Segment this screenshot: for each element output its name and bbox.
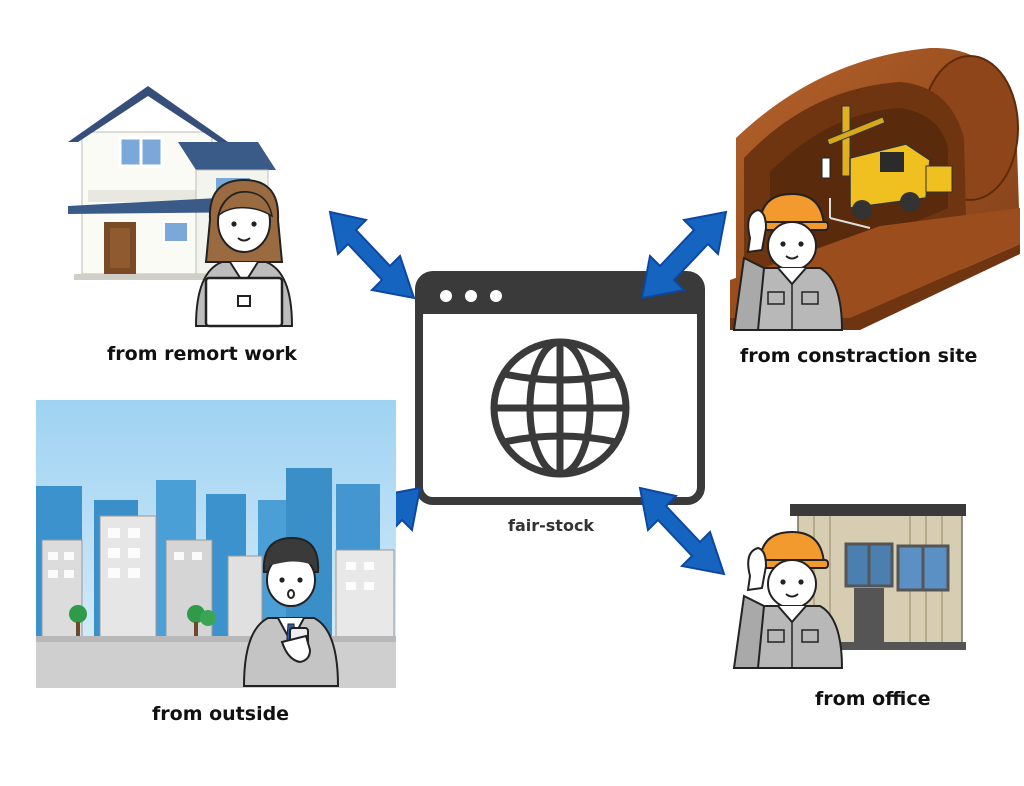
globe-icon [490, 338, 630, 478]
browser-window-icon [415, 271, 705, 505]
city-illustration [36, 400, 396, 688]
drill-machine-icon [826, 105, 953, 229]
center-label: fair-stock [508, 516, 595, 535]
office-label: from office [815, 688, 931, 710]
businessman-icon [242, 536, 340, 687]
outside-label: from outside [152, 703, 290, 725]
site-worker-icon [732, 192, 844, 331]
office-worker-icon [732, 530, 844, 669]
remote-worker-icon [194, 178, 294, 328]
construction-site-label: from constraction site [740, 345, 978, 367]
arrow-construction-to-center [640, 210, 728, 300]
remote-work-label: from remort work [107, 343, 297, 365]
arrow-office-to-center [638, 486, 726, 576]
arrow-remote-to-center [328, 210, 416, 300]
